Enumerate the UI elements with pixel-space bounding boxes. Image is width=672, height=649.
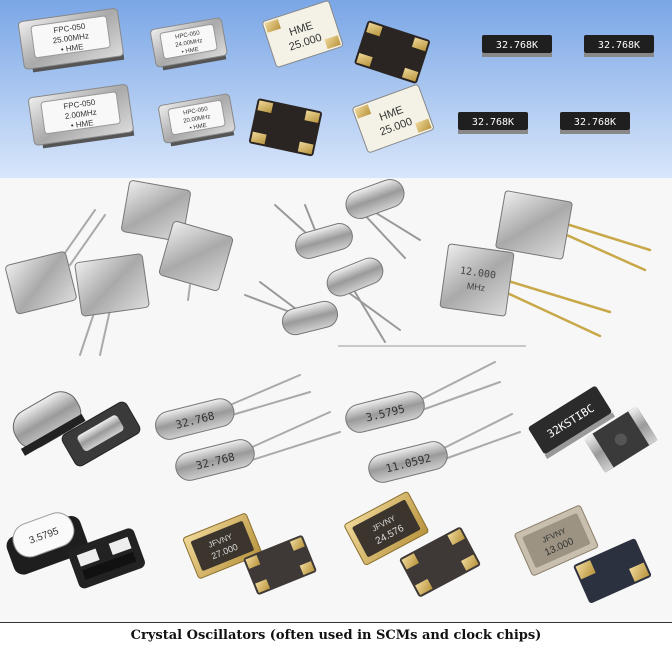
smd-jfvny-pair-middle: JFVNY 24.576: [344, 491, 481, 597]
smd-32k-bottom-left: 32.768K: [458, 112, 528, 134]
smd-crystal-hme-white-top: HME 25.000: [262, 0, 344, 68]
crystal-oscillator-photo: FPC-050 25.00MHz • HME HPC-050 24.00MHz …: [0, 0, 672, 603]
svg-text:24.00MHz: 24.00MHz: [175, 38, 203, 49]
smd-32k-top-left: 32.768K: [482, 35, 552, 57]
svg-text:MHz: MHz: [466, 281, 486, 294]
smd-jfvny-pair-right: JFVNY 13.000: [514, 505, 652, 603]
metal-oscillator-fpc-bottom: FPC-050 2.00MHz • HME: [28, 84, 135, 149]
svg-text:FPC-050: FPC-050: [53, 22, 86, 35]
hc49-gold-lead-cluster-right: 12.000 MHz: [439, 190, 652, 338]
smd-crystal-black-top: [354, 20, 430, 84]
svg-text:32.768K: 32.768K: [496, 40, 538, 51]
hc49s-crystal-cluster-middle: [244, 179, 421, 343]
svg-text:32.768K: 32.768K: [598, 40, 640, 51]
smd-hc49-metal-pair: [12, 391, 141, 467]
smd-jfvny-pair-left: JFVNY 27.000: [183, 513, 317, 595]
svg-text:• HME: • HME: [60, 42, 84, 54]
metal-oscillator-fpc-top: FPC-050 25.00MHz • HME: [18, 8, 125, 73]
svg-text:32.768K: 32.768K: [472, 117, 514, 128]
image-caption: Crystal Oscillators (often used in SCMs …: [130, 628, 542, 643]
hc49-can-cluster-left: [5, 180, 234, 356]
svg-text:• HME: • HME: [189, 123, 207, 132]
svg-text:• HME: • HME: [181, 47, 199, 56]
smd-crystal-white-black-base: 3.5795: [6, 512, 145, 589]
smd-crystal-black-bottom: [248, 98, 322, 157]
caption-divider: [0, 622, 672, 623]
cylinder-crystal-pair-right: 3.5795 11.0592: [345, 361, 521, 483]
metal-oscillator-hpc-bottom: HPC-050 20.00MHz • HME: [158, 93, 236, 147]
metal-oscillator-hpc-top: HPC-050 24.00MHz • HME: [150, 17, 228, 71]
smd-32k-black-blocks: 32KSTIBC: [528, 386, 658, 473]
svg-text:32.768K: 32.768K: [574, 117, 616, 128]
smd-32k-top-right: 32.768K: [584, 35, 654, 57]
svg-text:HPC-050: HPC-050: [183, 106, 209, 116]
svg-text:FPC-050: FPC-050: [63, 98, 96, 111]
cylinder-crystal-pair-left: 32.768 32.768: [155, 374, 341, 481]
svg-text:2.00MHz: 2.00MHz: [64, 108, 97, 121]
smd-crystal-hme-white-bottom: HME 25.000: [352, 84, 434, 153]
svg-text:12.000: 12.000: [459, 266, 496, 282]
svg-text:HPC-050: HPC-050: [175, 30, 201, 40]
svg-text:• HME: • HME: [70, 118, 94, 130]
smd-32k-bottom-right: 32.768K: [560, 112, 630, 134]
svg-text:20.00MHz: 20.00MHz: [183, 114, 211, 125]
